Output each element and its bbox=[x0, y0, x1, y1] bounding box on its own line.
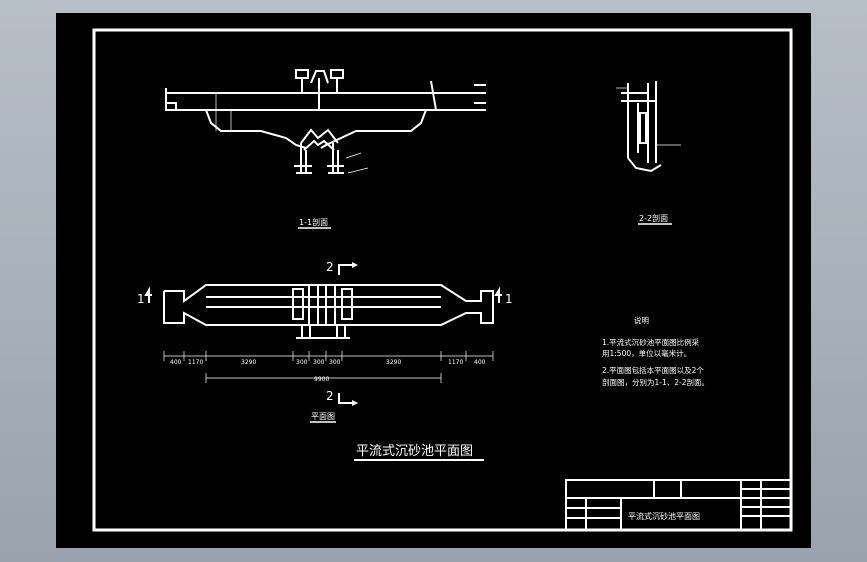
svg-text:1170: 1170 bbox=[188, 359, 203, 366]
cut-marker-left: 1 bbox=[137, 286, 152, 306]
label-plan: 平面图 bbox=[310, 412, 336, 423]
cad-drawing: 400 1170 3290 300 300 300 3290 1170 400 … bbox=[92, 28, 793, 532]
cut-marker-top: 2 bbox=[326, 260, 358, 275]
cut-marker-right: 1 bbox=[494, 286, 513, 306]
title-block-name: 平流式沉砂池平面图 bbox=[628, 511, 700, 521]
plan-dimension-lines bbox=[163, 351, 494, 383]
plan-dimension-labels: 400 1170 3290 300 300 300 3290 1170 400 … bbox=[170, 359, 486, 383]
cut-marker-bottom: 2 bbox=[326, 389, 358, 406]
svg-text:3290: 3290 bbox=[241, 359, 256, 366]
svg-text:3290: 3290 bbox=[386, 359, 401, 366]
section-1-1-drawing bbox=[165, 69, 486, 174]
svg-text:剖面图，分别为1-1、2-2剖面。: 剖面图，分别为1-1、2-2剖面。 bbox=[602, 377, 709, 387]
svg-text:1.平流式沉砂池平面图比例采: 1.平流式沉砂池平面图比例采 bbox=[602, 337, 700, 347]
svg-text:说明: 说明 bbox=[634, 315, 649, 325]
svg-text:1170: 1170 bbox=[448, 359, 463, 366]
section-2-2-dims bbox=[616, 87, 681, 146]
svg-text:1-1剖面: 1-1剖面 bbox=[299, 217, 328, 227]
svg-text:1: 1 bbox=[505, 292, 513, 306]
svg-text:300: 300 bbox=[296, 359, 308, 366]
svg-text:1: 1 bbox=[137, 292, 145, 306]
svg-text:300: 300 bbox=[329, 359, 341, 366]
main-title: 平流式沉砂池平面图 bbox=[354, 444, 484, 461]
svg-text:400: 400 bbox=[474, 359, 486, 366]
svg-text:9900: 9900 bbox=[314, 376, 329, 383]
title-block bbox=[565, 479, 792, 531]
svg-text:2: 2 bbox=[326, 389, 334, 403]
notes-block: 说明 1.平流式沉砂池平面图比例采 用1:500，单位以毫米计。 2.平面图包括… bbox=[602, 315, 709, 387]
svg-text:300: 300 bbox=[313, 359, 325, 366]
svg-text:平面图: 平面图 bbox=[311, 412, 335, 421]
section-1-1-dims bbox=[215, 93, 369, 174]
section-2-2-drawing bbox=[621, 81, 662, 173]
label-section-1-1: 1-1剖面 bbox=[298, 217, 331, 229]
svg-text:2-2剖面: 2-2剖面 bbox=[639, 213, 668, 223]
svg-text:平流式沉砂池平面图: 平流式沉砂池平面图 bbox=[628, 511, 700, 521]
svg-text:平流式沉砂池平面图: 平流式沉砂池平面图 bbox=[356, 444, 473, 459]
svg-text:2.平面图包括本平面图以及2个: 2.平面图包括本平面图以及2个 bbox=[602, 365, 704, 375]
svg-text:400: 400 bbox=[170, 359, 182, 366]
svg-text:2: 2 bbox=[326, 260, 334, 274]
svg-text:用1:500，单位以毫米计。: 用1:500，单位以毫米计。 bbox=[602, 348, 691, 358]
cad-viewport[interactable]: 400 1170 3290 300 300 300 3290 1170 400 … bbox=[56, 13, 811, 548]
plan-drawing bbox=[163, 284, 494, 339]
label-section-2-2: 2-2剖面 bbox=[638, 213, 672, 225]
drawing-border bbox=[92, 28, 793, 532]
